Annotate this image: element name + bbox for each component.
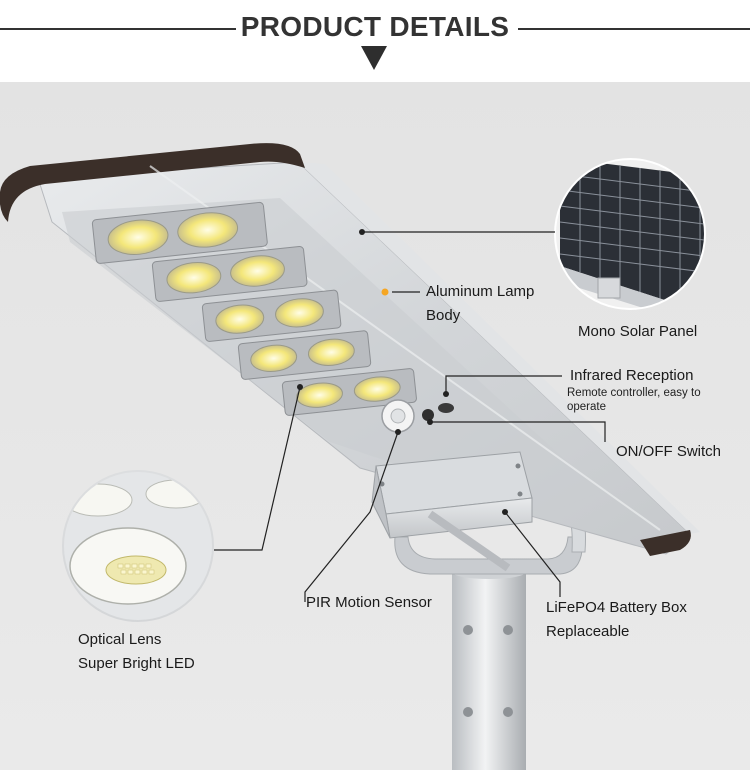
down-arrow-icon [361, 46, 387, 70]
battery-label-line1: LiFePO4 Battery Box [546, 599, 687, 616]
pir-sensor-label: PIR Motion Sensor [306, 594, 432, 611]
pir-leader-dot [395, 429, 401, 435]
switch-label: ON/OFF Switch [616, 443, 722, 460]
sensor-cluster [381, 399, 454, 433]
lens-label-line2: Super Bright LED [78, 655, 195, 672]
battery-label-line2: Replaceable [546, 623, 630, 640]
aluminum-leader-dot [359, 229, 365, 235]
solar-panel-label: Mono Solar Panel [578, 323, 698, 340]
infrared-leader-dot [443, 391, 449, 397]
header-rule-left [0, 28, 236, 30]
switch-icon [422, 409, 434, 421]
led-array [91, 201, 417, 416]
infrared-title: Infrared Reception [570, 367, 694, 384]
solar-panel-inset [554, 158, 706, 310]
aluminum-label-line2: Body [426, 307, 461, 324]
infrared-sub-line1: Remote controller, easy to [567, 387, 701, 399]
optical-lens-label: Optical Lens Super Bright LED [78, 628, 195, 676]
optical-lens-inset [62, 470, 214, 622]
aluminum-accent-dot [381, 288, 389, 296]
callout-leaders [214, 231, 606, 602]
infrared-label: Infrared Reception [570, 364, 693, 388]
product-scene: Aluminum Lamp Body Mono Solar Panel Infr… [0, 82, 750, 770]
battery-box [371, 451, 533, 572]
battery-leader-dot [502, 509, 508, 515]
infrared-sublabel: Remote controller, easy to operate [567, 386, 701, 414]
infrared-sub-line2: operate [567, 401, 607, 413]
battery-box-label: LiFePO4 Battery Box Replaceable [546, 596, 687, 644]
header-rule-right [518, 28, 750, 30]
lens-leader-dot [297, 384, 303, 390]
aluminum-label-line1: Aluminum Lamp [426, 283, 535, 300]
infrared-receiver-icon [438, 403, 454, 413]
lamp-end-cap [0, 143, 305, 222]
page-title: PRODUCT DETAILS [240, 11, 510, 42]
lamp-pole [452, 565, 526, 770]
lens-label-line1: Optical Lens [78, 631, 162, 648]
aluminum-lamp-label: Aluminum Lamp Body [426, 280, 534, 328]
product-illustration [0, 82, 750, 770]
switch-leader-dot [427, 419, 433, 425]
section-header: PRODUCT DETAILS [0, 0, 750, 82]
